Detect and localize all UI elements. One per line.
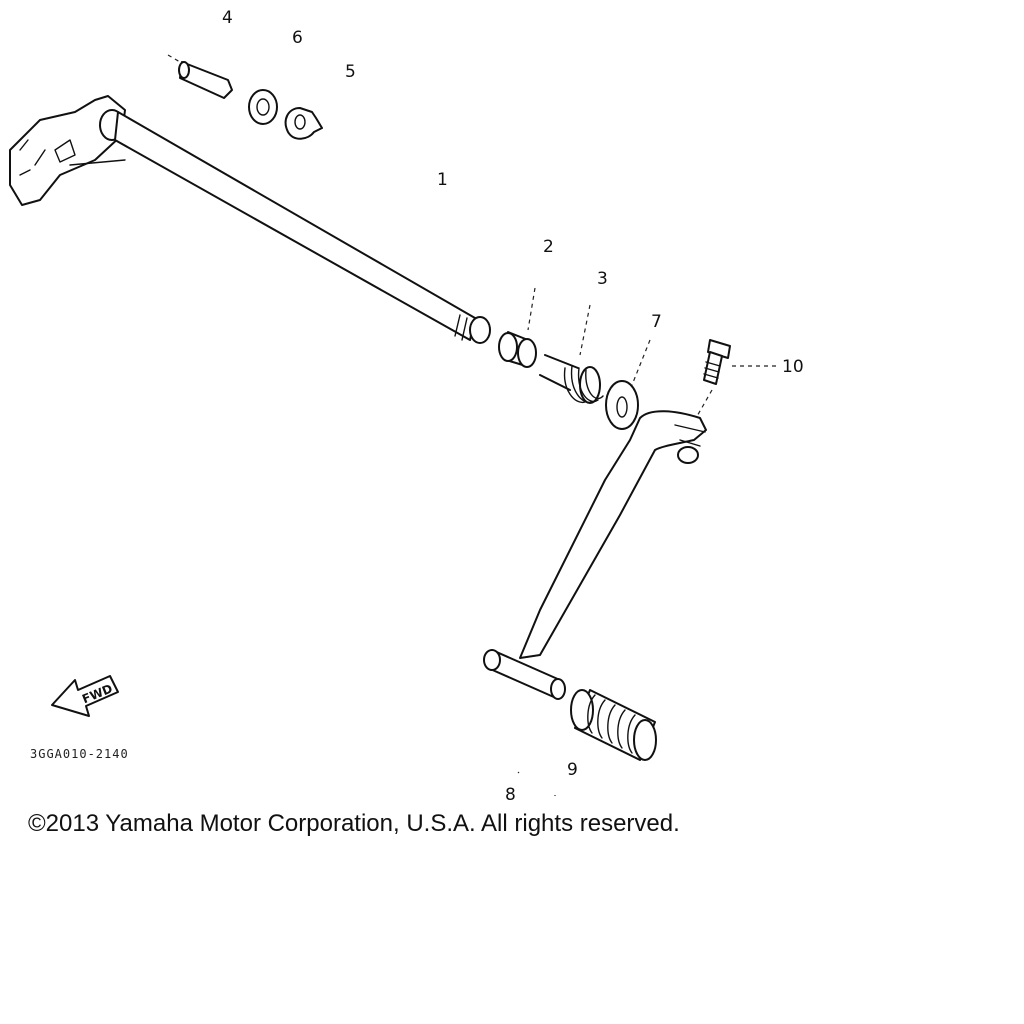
collar-part: [498, 287, 537, 368]
callout-10: 10: [782, 357, 804, 377]
shift-pedal-part: [483, 410, 707, 700]
clip-part: [284, 107, 323, 140]
callout-4: 4: [222, 8, 233, 28]
pin-part: [167, 54, 233, 99]
torsion-spring-part: [539, 304, 604, 404]
callout-1: 1: [437, 170, 448, 190]
callout-2: 2: [543, 237, 554, 257]
shift-shaft-part: [9, 95, 491, 344]
bolt-part: [691, 339, 776, 426]
drawing-code: 3GGA010-2140: [30, 747, 129, 761]
forward-direction-arrow: FWD: [51, 675, 119, 717]
pedal-rubber-part: [517, 689, 657, 796]
callout-9: 9: [567, 760, 578, 780]
copyright-notice: ©2013 Yamaha Motor Corporation, U.S.A. A…: [28, 810, 680, 837]
callout-7: 7: [651, 312, 662, 332]
callout-6: 6: [292, 28, 303, 48]
callout-8: 8: [505, 785, 516, 805]
callout-5: 5: [345, 62, 356, 82]
callout-3: 3: [597, 269, 608, 289]
circlip-part: [248, 89, 278, 125]
washer-part: [605, 339, 651, 430]
